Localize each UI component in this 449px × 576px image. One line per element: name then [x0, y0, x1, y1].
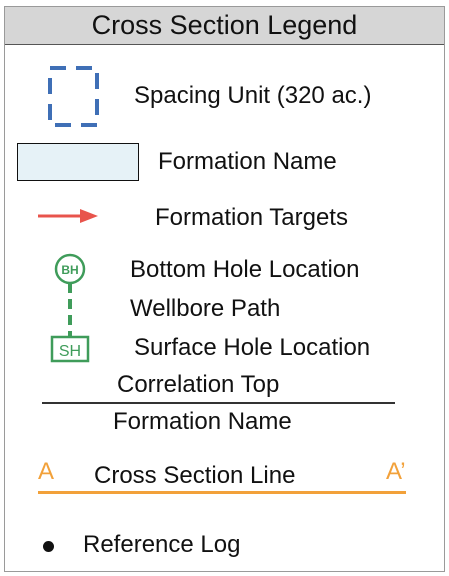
- surface-hole-symbol-text: SH: [59, 343, 81, 360]
- legend-title: Cross Section Legend: [5, 7, 444, 45]
- cross-section-end-label: A’: [386, 458, 406, 485]
- reference-log-dot-icon: [43, 541, 54, 552]
- formation-name-box-icon: [17, 143, 139, 181]
- correlation-top-line: [42, 402, 395, 404]
- spacing-unit-icon: [48, 66, 99, 127]
- correlation-top-label: Correlation Top: [117, 371, 280, 398]
- well-symbol: BH SH: [50, 253, 90, 363]
- cross-section-legend: Cross Section Legend: [4, 6, 445, 572]
- formation-name-box-label: Formation Name: [158, 148, 337, 175]
- wellbore-path-label: Wellbore Path: [130, 295, 281, 322]
- reference-log-label: Reference Log: [83, 531, 241, 558]
- spacing-unit-label: Spacing Unit (320 ac.): [134, 82, 372, 109]
- formation-targets-arrow-icon: [38, 209, 98, 223]
- formation-name-line-label: Formation Name: [113, 408, 292, 435]
- surface-hole-icon: [50, 335, 90, 363]
- bottom-hole-symbol-text: BH: [61, 263, 78, 277]
- cross-section-line-label: Cross Section Line: [94, 462, 296, 489]
- surface-hole-label: Surface Hole Location: [134, 334, 371, 361]
- formation-targets-label: Formation Targets: [155, 204, 348, 231]
- bottom-hole-label: Bottom Hole Location: [130, 256, 360, 283]
- cross-section-line: [38, 491, 406, 494]
- cross-section-start-label: A: [38, 458, 55, 485]
